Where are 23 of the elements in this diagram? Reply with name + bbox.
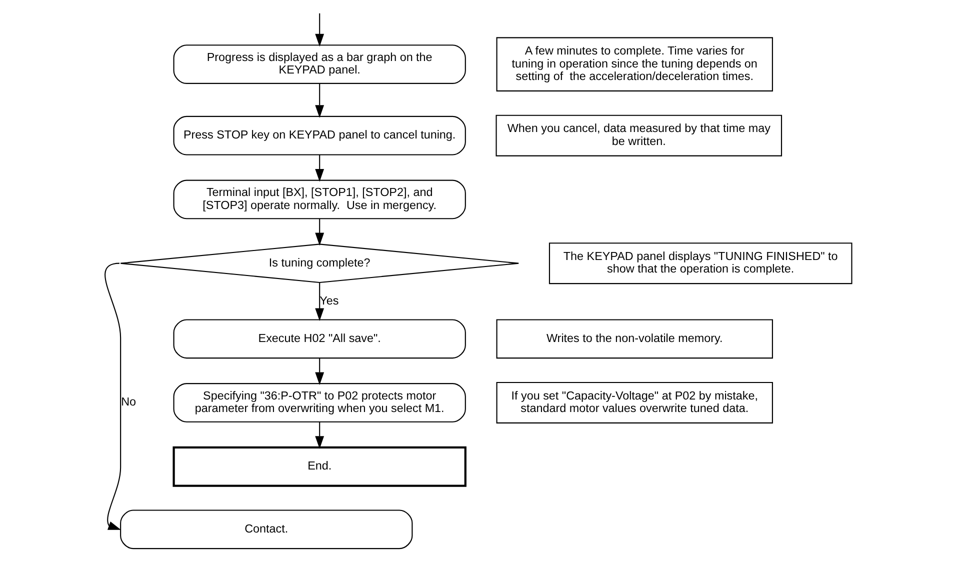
arrow bbox=[314, 13, 324, 47]
node-box: A few minutes to complete. Time varies for tuning in operation since the tuning depends on setting of the acceleration/deceleration times. bbox=[496, 37, 772, 92]
node-box: The KEYPAD panel displays "TUNING FINISHED" to show that the operation is complete. bbox=[548, 242, 852, 284]
edge-label: Yes bbox=[319, 294, 338, 308]
arrow bbox=[314, 154, 324, 182]
node-box: Progress is displayed as a bar graph on the KEYPAD panel. bbox=[172, 44, 466, 84]
arrow bbox=[314, 84, 324, 118]
node-box: When you cancel, data measured by that time may be written. bbox=[495, 114, 782, 156]
arrow bbox=[314, 282, 324, 321]
arrow bbox=[314, 358, 324, 386]
node-box: If you set "Capacity-Voltage" at P02 by mistake, standard motor values overwrite tuned data. bbox=[496, 382, 772, 424]
node-box: Terminal input [BX], [STOP1], [STOP2], and [STOP3] operate normally. Use in mergency. bbox=[172, 180, 466, 220]
node-diamond: Is tuning complete? bbox=[120, 244, 519, 284]
node-box: End. bbox=[172, 446, 466, 487]
node-box: Specifying "36:P-OTR" to P02 protects motor parameter from overwriting when you select M1. bbox=[172, 383, 466, 422]
node-box: Press STOP key on KEYPAD panel to cancel tuning. bbox=[172, 116, 466, 156]
edge-label: No bbox=[120, 396, 136, 409]
node-box: Execute H02 "All save". bbox=[172, 319, 466, 359]
arrow bbox=[314, 218, 324, 246]
arrow bbox=[314, 422, 324, 449]
arrow bbox=[104, 262, 121, 530]
node-box: Writes to the non-volatile memory. bbox=[496, 319, 772, 359]
node-box: Contact. bbox=[120, 510, 412, 550]
